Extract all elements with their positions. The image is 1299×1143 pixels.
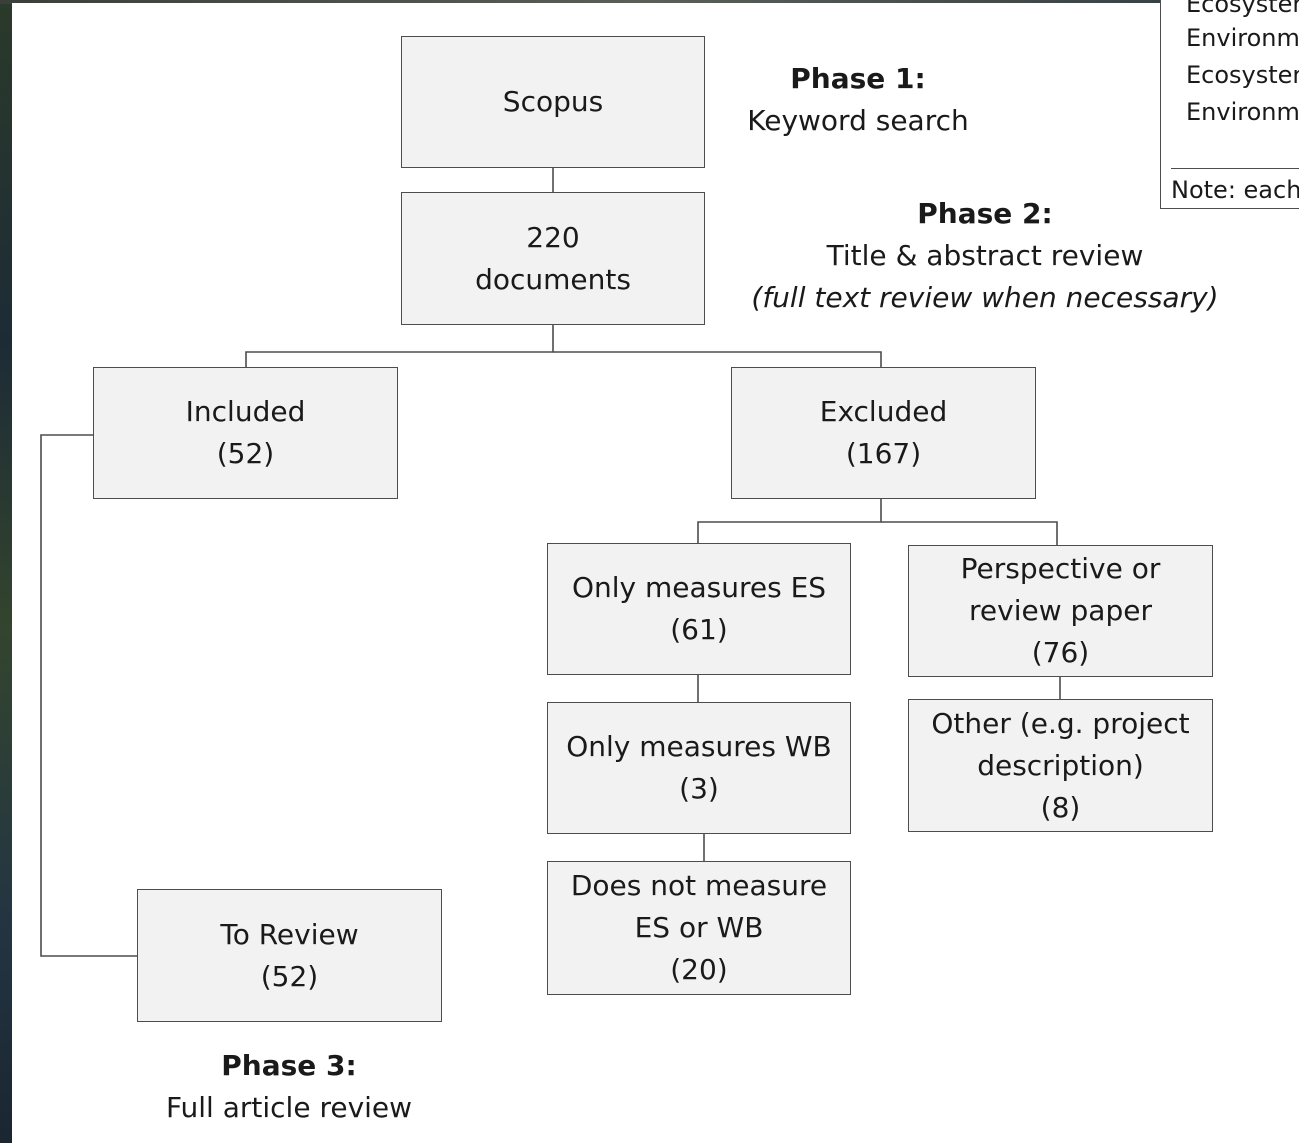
flowchart-canvas: Scopus 220 documents Included (52) Exclu… <box>12 3 1299 1143</box>
box-to-review-count: (52) <box>260 959 319 993</box>
box-perspective-review: Perspective or review paper (76) <box>908 545 1213 677</box>
box-not-es-wb-count: (20) <box>670 953 728 986</box>
box-to-review-label: To Review <box>220 917 359 951</box>
box-only-wb-count: (3) <box>679 772 719 805</box>
box-perspective-line1: Perspective or <box>960 552 1161 585</box>
keyword-line-1: Ecosyster <box>1186 0 1299 18</box>
box-excluded: Excluded (167) <box>731 367 1036 499</box>
background-photo-edge <box>0 0 12 1143</box>
phase-2-title: Phase 2: <box>917 197 1053 230</box>
phase-2-note: (full text review when necessary) <box>751 281 1219 314</box>
keyword-panel-divider <box>1171 168 1299 169</box>
keyword-panel-note: Note: each <box>1171 176 1299 204</box>
box-to-review: To Review (52) <box>137 889 442 1022</box>
box-only-es-label: Only measures ES <box>571 571 827 604</box>
box-excluded-count: (167) <box>845 437 922 470</box>
box-included-label: Included <box>185 395 306 428</box>
box-only-measures-es: Only measures ES (61) <box>547 543 851 675</box>
connector-excluded-only-es <box>697 499 882 544</box>
box-perspective-line2: review paper <box>969 594 1152 627</box>
box-only-wb-label: Only measures WB <box>566 730 832 763</box>
keyword-line-2: Environm <box>1186 24 1299 52</box>
phase-2-desc: Title & abstract review <box>826 239 1144 272</box>
phase-2-label: Phase 2: Title & abstract review (full t… <box>750 193 1220 319</box>
keyword-line-3: Ecosyster <box>1186 61 1299 89</box>
box-other-line1: Other (e.g. project <box>931 706 1190 740</box>
box-included-count: (52) <box>216 437 275 470</box>
box-excluded-label: Excluded <box>819 395 948 428</box>
connector-excluded-perspective <box>881 521 1058 546</box>
box-only-measures-wb: Only measures WB (3) <box>547 702 851 834</box>
phase-3-title: Phase 3: <box>221 1049 357 1082</box>
box-documents-count: 220 <box>526 220 580 254</box>
box-scopus: Scopus <box>401 36 705 168</box>
box-only-es-count: (61) <box>670 613 728 646</box>
keyword-line-4: Environm <box>1186 98 1299 126</box>
box-not-es-or-wb: Does not measure ES or WB (20) <box>547 861 851 995</box>
box-perspective-count: (76) <box>1031 636 1090 669</box>
connector-lines <box>40 168 1061 957</box>
connector-documents-included <box>245 325 554 368</box>
background-photo-top <box>0 0 1299 4</box>
phase-1-label: Phase 1: Keyword search <box>738 58 978 142</box>
connector-included-to-review <box>40 434 138 957</box>
keyword-panel: Ecosyster Environm Ecosyster Environm No… <box>1160 0 1299 209</box>
phase-1-desc: Keyword search <box>747 104 969 137</box>
box-scopus-label: Scopus <box>502 85 604 118</box>
box-other: Other (e.g. project description) (8) <box>908 699 1213 832</box>
phase-3-label: Phase 3: Full article review <box>139 1045 439 1129</box>
phase-1-title: Phase 1: <box>790 62 926 95</box>
box-not-es-wb-line1: Does not measure <box>570 869 828 902</box>
phase-3-desc: Full article review <box>165 1091 413 1124</box>
connector-documents-excluded <box>553 351 882 368</box>
box-documents: 220 documents <box>401 192 705 325</box>
box-documents-label: documents <box>475 262 631 296</box>
box-other-count: (8) <box>1040 790 1081 824</box>
box-other-line2: description) <box>977 748 1144 782</box>
box-included: Included (52) <box>93 367 398 499</box>
box-not-es-wb-line2: ES or WB <box>634 911 764 944</box>
